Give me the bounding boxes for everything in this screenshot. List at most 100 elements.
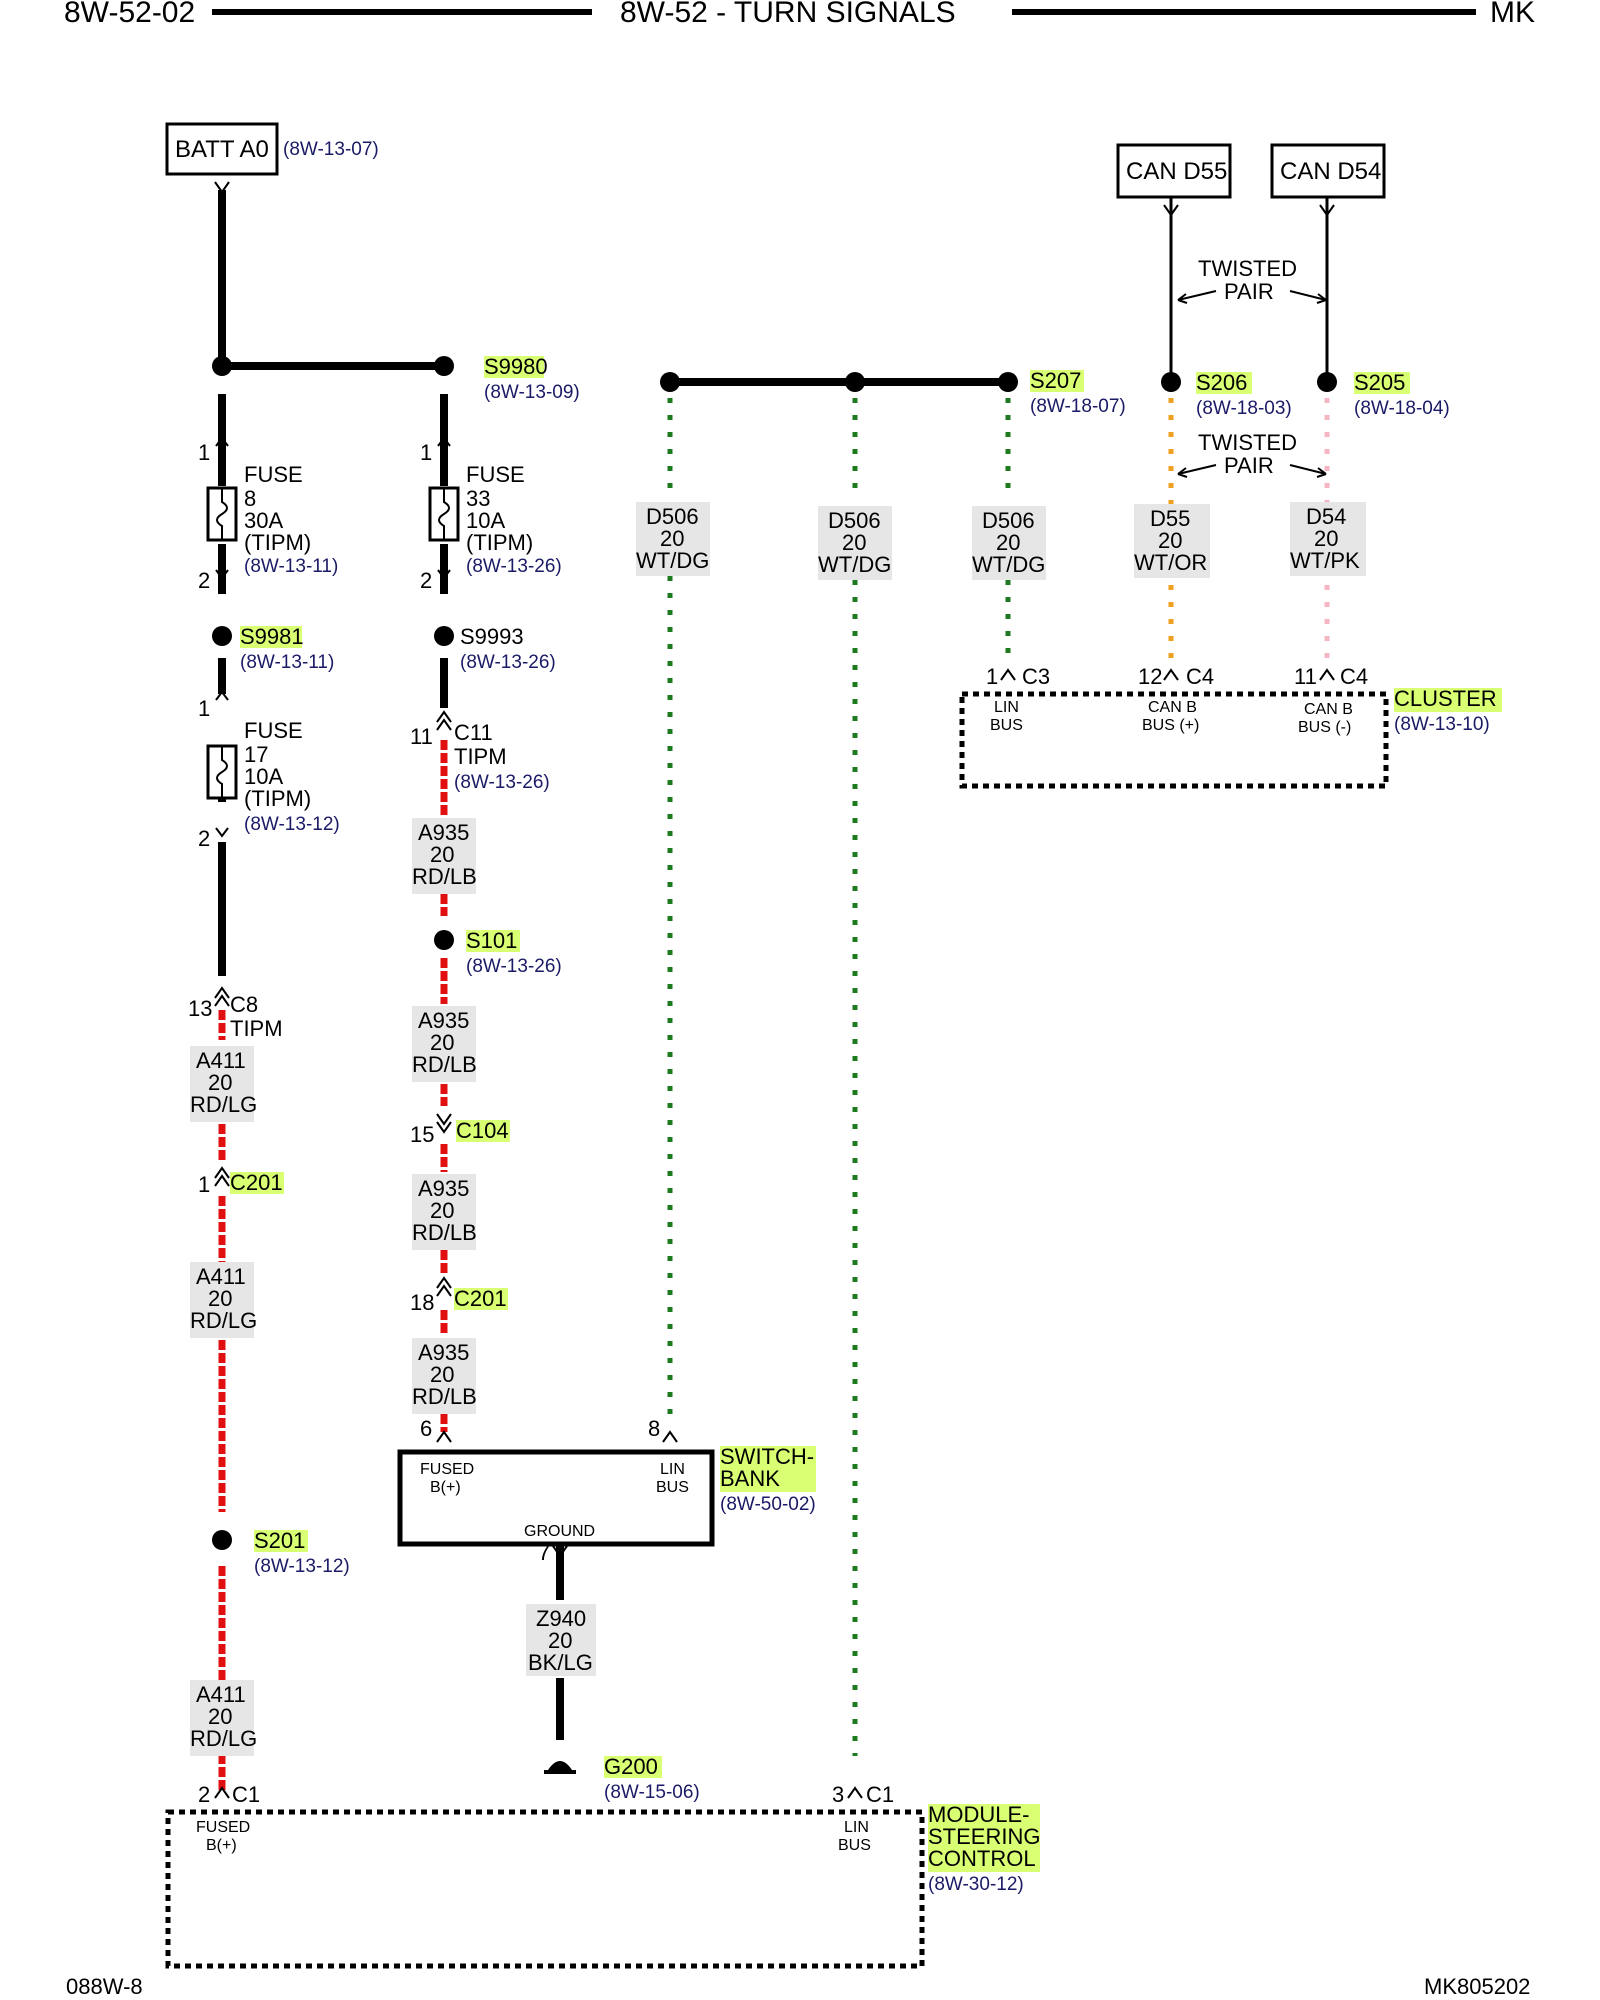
wire-label-d55[interactable]: D55 20 WT/OR bbox=[1134, 504, 1210, 578]
wire-label-a411-1[interactable]: A411 20 RD/LG bbox=[190, 1046, 257, 1122]
wire-d506-dotted bbox=[667, 398, 1011, 1756]
wire-label-a935-4[interactable]: A935 20 RD/LB bbox=[412, 1338, 477, 1414]
svg-text:RD/LB: RD/LB bbox=[412, 1052, 477, 1077]
fuse-33-ref[interactable]: (8W-13-26) bbox=[466, 556, 562, 577]
wire-label-d506-2[interactable]: D506 20 WT/DG bbox=[818, 506, 892, 580]
splice-s206[interactable]: S206 bbox=[1196, 370, 1247, 395]
cluster-name-highlight bbox=[1394, 688, 1502, 712]
c11-ref[interactable]: (8W-13-26) bbox=[454, 772, 550, 793]
footer-figure-id: 088W-8 bbox=[66, 1974, 143, 1999]
svg-text:20: 20 bbox=[430, 1362, 454, 1387]
c8-name[interactable]: C8 bbox=[230, 992, 258, 1017]
cluster-box[interactable] bbox=[959, 691, 1389, 789]
svg-text:RD/LG: RD/LG bbox=[190, 1726, 257, 1751]
c201-a935-name[interactable]: C201 bbox=[454, 1286, 507, 1311]
svg-text:20: 20 bbox=[842, 530, 866, 555]
c11-name[interactable]: C11 bbox=[454, 720, 493, 745]
splice-s9980-ref[interactable]: (8W-13-09) bbox=[484, 382, 580, 403]
fuse-33[interactable] bbox=[428, 436, 460, 580]
svg-text:RD/LG: RD/LG bbox=[190, 1308, 257, 1333]
msc-name-3[interactable]: CONTROL bbox=[928, 1846, 1036, 1871]
wire-label-z940[interactable]: Z940 20 BK/LG bbox=[526, 1604, 596, 1676]
switch-bank-box[interactable] bbox=[397, 1449, 715, 1547]
splice-s9993-ref[interactable]: (8W-13-26) bbox=[460, 652, 556, 673]
fuse-8[interactable] bbox=[206, 436, 238, 580]
can-d55-terminal bbox=[1163, 204, 1179, 217]
twisted-pair-label-2b: PAIR bbox=[1224, 453, 1274, 478]
msc-name-1[interactable]: MODULE- bbox=[928, 1802, 1029, 1827]
wire-label-a935-3[interactable]: A935 20 RD/LB bbox=[412, 1174, 477, 1250]
splice-s205-ref[interactable]: (8W-18-04) bbox=[1354, 398, 1450, 419]
msc-c1-lin-pin: 3 bbox=[832, 1782, 844, 1807]
switch-bank-ref[interactable]: (8W-50-02) bbox=[720, 1494, 816, 1515]
c201-a411-name[interactable]: C201 bbox=[230, 1170, 283, 1195]
fuse-33-title: FUSE bbox=[466, 462, 525, 487]
fuse-17-ref[interactable]: (8W-13-12) bbox=[244, 814, 340, 835]
can-d54-box[interactable] bbox=[1270, 143, 1386, 199]
svg-text:A935: A935 bbox=[418, 1008, 469, 1033]
svg-text:WT/DG: WT/DG bbox=[818, 552, 891, 577]
svg-text:20: 20 bbox=[430, 1030, 454, 1055]
msc-c1-fused-name[interactable]: C1 bbox=[232, 1782, 260, 1807]
fuse-17-pin-in: 1 bbox=[198, 696, 210, 721]
c104-name[interactable]: C104 bbox=[456, 1118, 509, 1143]
splice-s101[interactable]: S101 bbox=[466, 928, 517, 953]
fuse-17[interactable] bbox=[206, 690, 238, 838]
splice-s207[interactable]: S207 bbox=[1030, 368, 1081, 393]
svg-text:A935: A935 bbox=[418, 820, 469, 845]
cluster-pin-canp-1: CAN B bbox=[1148, 699, 1197, 716]
switch-bank-name-2[interactable]: BANK bbox=[720, 1466, 780, 1491]
cluster-ref[interactable]: (8W-13-10) bbox=[1394, 714, 1490, 735]
switch-bank-lin-2: BUS bbox=[656, 1479, 689, 1496]
c4-can-plus-name[interactable]: C4 bbox=[1186, 664, 1214, 689]
ground-g200-ref[interactable]: (8W-15-06) bbox=[604, 1782, 700, 1803]
svg-text:D54: D54 bbox=[1306, 504, 1346, 529]
c3-name[interactable]: C3 bbox=[1022, 664, 1050, 689]
msc-name-2[interactable]: STEERING bbox=[928, 1824, 1040, 1849]
splice-s201[interactable]: S201 bbox=[254, 1528, 305, 1553]
splice-s9980[interactable]: S9980 bbox=[484, 354, 548, 379]
svg-text:20: 20 bbox=[208, 1704, 232, 1729]
twisted-pair-arrow-right-1 bbox=[1289, 290, 1327, 304]
svg-text:A935: A935 bbox=[418, 1340, 469, 1365]
splice-s9981-ref[interactable]: (8W-13-11) bbox=[240, 652, 334, 673]
splice-s101-ref[interactable]: (8W-13-26) bbox=[466, 956, 562, 977]
fuse-33-pin-out: 2 bbox=[420, 568, 432, 593]
c201-a935-highlight bbox=[454, 1288, 508, 1310]
svg-text:20: 20 bbox=[430, 1198, 454, 1223]
c4-can-minus-name[interactable]: C4 bbox=[1340, 664, 1368, 689]
svg-text:RD/LB: RD/LB bbox=[412, 864, 477, 889]
switch-bank-ground: GROUND bbox=[524, 1523, 595, 1540]
wire-label-d54[interactable]: D54 20 WT/PK bbox=[1290, 502, 1366, 576]
splice-s206-ref[interactable]: (8W-18-03) bbox=[1196, 398, 1292, 419]
s201-highlight bbox=[254, 1530, 308, 1552]
wire-label-d506-1[interactable]: D506 20 WT/DG bbox=[636, 502, 710, 576]
msc-ref[interactable]: (8W-30-12) bbox=[928, 1874, 1024, 1895]
splice-s205[interactable]: S205 bbox=[1354, 370, 1405, 395]
splice-s201-ref[interactable]: (8W-13-12) bbox=[254, 1556, 350, 1577]
wire-label-a411-2[interactable]: A411 20 RD/LG bbox=[190, 1262, 257, 1338]
batt-a0-box[interactable] bbox=[165, 122, 279, 176]
cluster-name[interactable]: CLUSTER bbox=[1394, 686, 1497, 711]
splice-s207-ref[interactable]: (8W-18-07) bbox=[1030, 396, 1126, 417]
fuse-17-pin-out: 2 bbox=[198, 826, 210, 851]
wire-label-a935-2[interactable]: A935 20 RD/LB bbox=[412, 1006, 477, 1082]
svg-text:D506: D506 bbox=[828, 508, 881, 533]
batt-a0-ref[interactable]: (8W-13-07) bbox=[283, 139, 379, 160]
can-d55-box[interactable] bbox=[1116, 143, 1232, 199]
wire-label-d506-3[interactable]: D506 20 WT/DG bbox=[972, 506, 1046, 580]
ground-g200[interactable]: G200 bbox=[604, 1754, 658, 1779]
wire-label-a935-1[interactable]: A935 20 RD/LB bbox=[412, 818, 477, 894]
switch-bank-name-1[interactable]: SWITCH- bbox=[720, 1444, 814, 1469]
msc-c1-lin-name[interactable]: C1 bbox=[866, 1782, 894, 1807]
splice-s9993[interactable]: S9993 bbox=[460, 624, 524, 649]
msc-box[interactable] bbox=[165, 1809, 925, 1969]
c3-pin: 1 bbox=[986, 664, 998, 689]
switch-bank-fused-1: FUSED bbox=[420, 1461, 474, 1478]
wire-label-a411-3[interactable]: A411 20 RD/LG bbox=[190, 1680, 257, 1756]
footer-doc-id: MK805202 bbox=[1424, 1974, 1530, 1999]
splice-s9981[interactable]: S9981 bbox=[240, 624, 304, 649]
cluster-pin-canm-2: BUS (-) bbox=[1298, 719, 1351, 736]
fuse-8-ref[interactable]: (8W-13-11) bbox=[244, 556, 338, 577]
